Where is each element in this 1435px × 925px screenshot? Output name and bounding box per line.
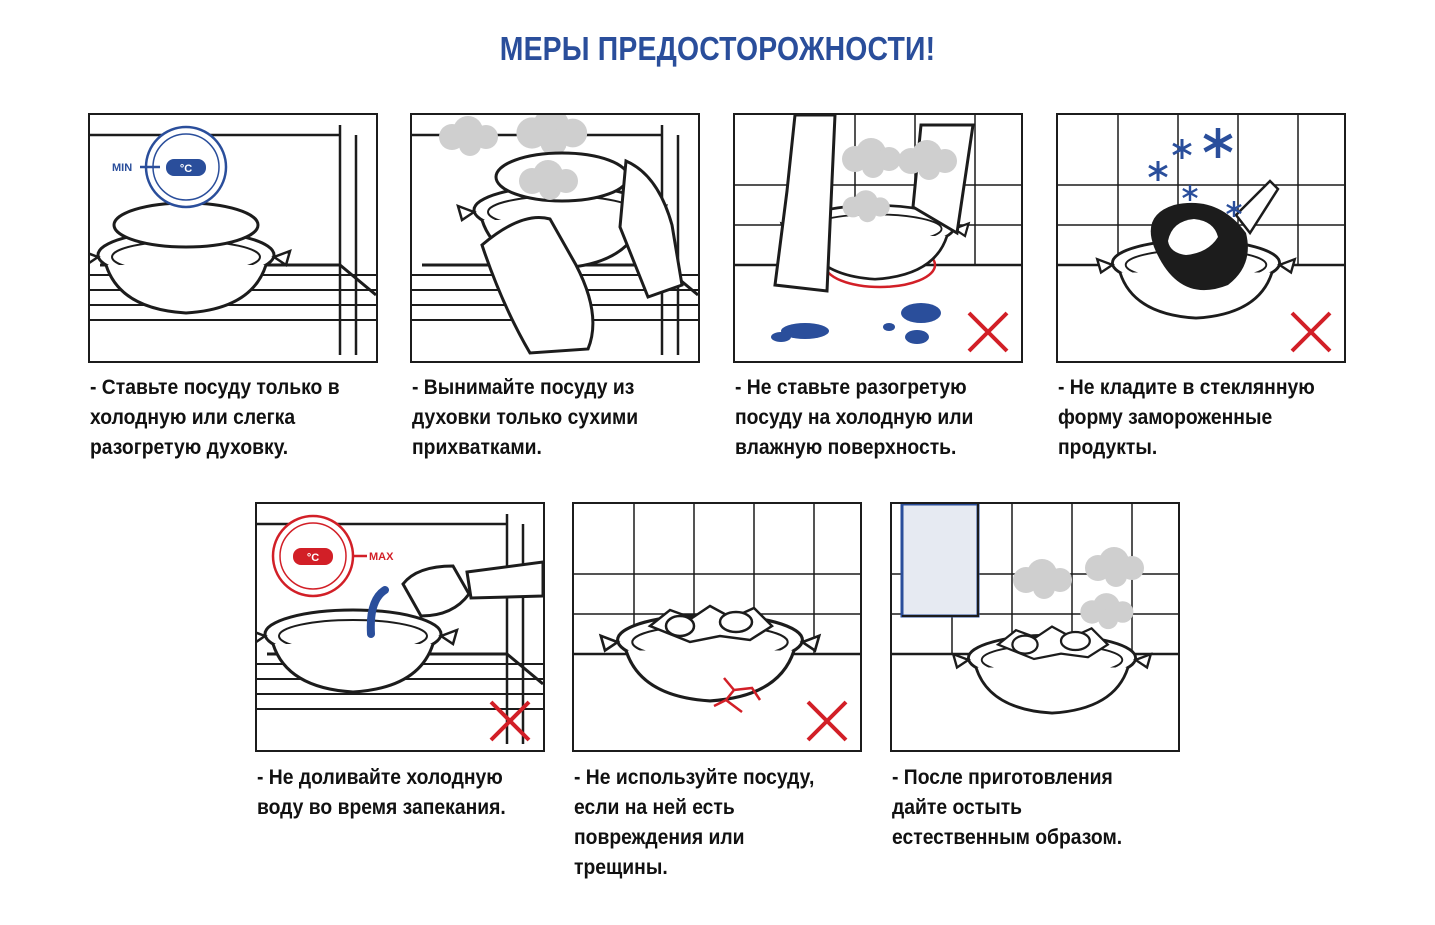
panel-dry-mitts [410,113,700,363]
panel-preheated-oven: °C MIN [88,113,378,363]
panel-cold-surface [733,113,1023,363]
wet-surface-icon [735,115,1021,353]
frozen-meat-icon [1058,115,1344,353]
caption-cracked-dish: - Не используйте посуду, если на ней ест… [574,766,815,879]
oven-mitt-icon [412,115,698,357]
caption-frozen-food: - Не кладите в стеклянную форму замороже… [1058,376,1315,459]
panel-cold-water: °C MAX [255,502,545,752]
oven-min-temperature-icon: °C MIN [90,123,376,357]
oven-max-temperature-icon: °C MAX [257,512,543,746]
caption-preheated-oven: - Ставьте посуду только в холодную или с… [90,376,340,459]
cooling-dish-icon [892,504,1178,715]
thermometer-unit: °C [307,552,319,564]
caption-cold-water: - Не доливайте холодную воду во время за… [257,766,506,819]
caption-natural-cooling: - После приготовления дайте остыть естес… [892,766,1123,849]
thermometer-unit: °C [180,163,192,175]
panel-natural-cooling [890,502,1180,752]
min-label: MIN [112,162,132,174]
caption-cold-surface: - Не ставьте разогретую посуду на холодн… [735,376,974,459]
page-title: МЕРЫ ПРЕДОСТОРОЖНОСТИ! [499,30,936,67]
max-label: MAX [369,551,394,563]
cracked-dish-icon [574,504,860,742]
panel-frozen-food [1056,113,1346,363]
panel-cracked-dish [572,502,862,752]
caption-dry-mitts: - Вынимайте посуду из духовки только сух… [412,376,639,459]
